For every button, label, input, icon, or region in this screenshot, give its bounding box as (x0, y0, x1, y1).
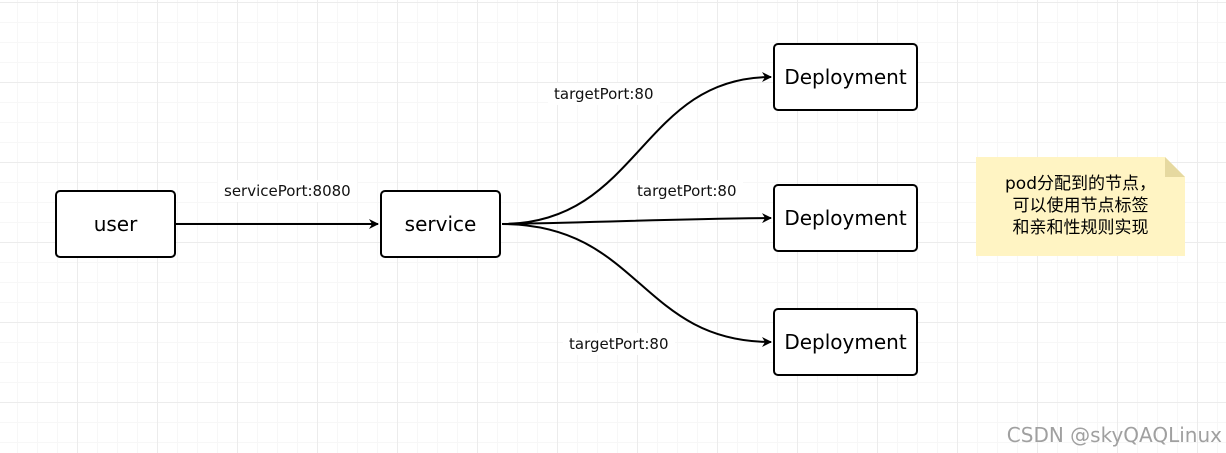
edge-service-to-deployment-bottom (501, 223, 772, 347)
edge-service-to-deployment-middle (501, 213, 772, 225)
service-node-label: service (404, 212, 477, 236)
user-node-label: user (93, 212, 138, 236)
note-shape (976, 157, 1185, 256)
target-port-label-bottom: targetPort:80 (563, 333, 675, 355)
target-port-label-top: targetPort:80 (548, 83, 660, 105)
edge-service-to-deployment-top (501, 72, 772, 225)
note-line-3: 和亲和性规则实现 (1012, 218, 1149, 238)
deployment-middle-label: Deployment (784, 206, 907, 230)
user-node[interactable]: user (55, 190, 176, 258)
note-line-2: 可以使用节点标签 (1012, 196, 1149, 216)
service-port-label: servicePort:8080 (218, 180, 357, 202)
deployment-bottom-label: Deployment (784, 330, 907, 354)
deployment-node-middle[interactable]: Deployment (773, 184, 918, 252)
sticky-note[interactable]: pod分配到的节点， 可以使用节点标签 和亲和性规则实现 (976, 157, 1185, 256)
deployment-node-bottom[interactable]: Deployment (773, 308, 918, 376)
note-text: pod分配到的节点， 可以使用节点标签 和亲和性规则实现 (976, 173, 1185, 239)
watermark: CSDN @skyQAQLinux (1006, 423, 1222, 447)
service-node[interactable]: service (380, 190, 501, 258)
deployment-top-label: Deployment (784, 65, 907, 89)
note-line-1: pod分配到的节点， (1005, 174, 1156, 194)
target-port-label-middle: targetPort:80 (631, 180, 743, 202)
deployment-node-top[interactable]: Deployment (773, 43, 918, 111)
